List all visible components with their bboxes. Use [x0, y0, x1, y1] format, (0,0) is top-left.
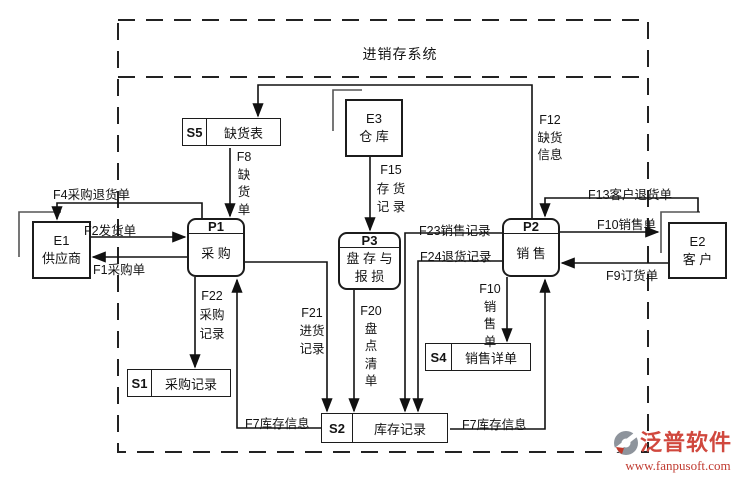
process-p1-id: P1	[189, 220, 243, 234]
fanpu-logo-brand: 泛普软件	[640, 430, 733, 455]
flow-f7-left-path	[231, 278, 321, 429]
process-p3-stocktake: P3 盘 存 与 报 损	[338, 232, 401, 290]
entity-e2-label: 客 户	[682, 251, 713, 267]
flow-f21-label: F21 进货 记录	[299, 306, 325, 356]
store-s2-label: 库存记录	[373, 421, 426, 437]
flow-f13-label: F13客户退货单	[588, 188, 673, 202]
flow-f8-label: F8 缺 货 单	[236, 150, 252, 217]
store-s5-label: 缺货表	[223, 125, 263, 141]
flow-f24-label: F24退货记录	[420, 250, 492, 264]
fanpu-logo: 泛普软件 www.fanpusoft.com	[612, 429, 744, 474]
process-p3-label-line1: 盘 存 与	[346, 250, 393, 266]
process-p3-id: P3	[340, 234, 399, 248]
process-p2-label: 销 售	[516, 246, 546, 261]
flow-f24-path	[412, 260, 502, 413]
entity-e2-id: E2	[689, 233, 706, 249]
flow-f7-left-label: F7库存信息	[245, 417, 310, 431]
store-s5-id: S5	[183, 119, 207, 145]
process-p1-purchasing: P1 采 购	[187, 218, 245, 277]
store-s4-label: 销售详单	[464, 350, 517, 366]
flow-f23-path	[399, 232, 502, 413]
entity-e2-offset-corner	[660, 211, 700, 253]
entity-e1-id: E1	[53, 233, 70, 248]
process-p2-id: P2	[504, 220, 558, 234]
process-p2-sales: P2 销 售	[502, 218, 560, 277]
entity-e1-offset-corner	[18, 211, 61, 257]
store-s1-purchase-records: S1 采购记录	[127, 369, 231, 397]
store-s2-id: S2	[322, 414, 353, 442]
system-boundary-dashed-rect	[117, 19, 649, 453]
flow-f7-right-path	[450, 278, 551, 430]
flow-f10-to-customer-label: F10销售单	[597, 218, 657, 232]
store-s2-inventory-records: S2 库存记录	[321, 413, 448, 443]
store-s1-label: 采购记录	[164, 376, 217, 392]
flow-f1-label: F1采购单	[93, 263, 146, 277]
entity-e3-label: 仓 库	[359, 129, 389, 144]
fanpu-logo-url: www.fanpusoft.com	[625, 458, 731, 473]
flow-f10-to-store-label: F10 销 售 单	[479, 282, 501, 349]
flow-f7-right-label: F7库存信息	[462, 418, 527, 432]
store-s5-shortage-table: S5 缺货表	[182, 118, 281, 146]
flow-f20-label: F20 盘 点 清 单	[360, 304, 382, 388]
process-p1-label: 采 购	[201, 246, 231, 261]
store-s4-id: S4	[426, 344, 452, 370]
flow-f15-label: F15 存 货 记 录	[376, 163, 406, 214]
flow-f12-label: F12 缺货 信息	[537, 113, 563, 162]
entity-e2-customer: E2 客 户	[668, 222, 727, 279]
entity-e3-offset-corner	[332, 89, 362, 131]
entity-e3-warehouse: E3 仓 库	[345, 99, 403, 157]
entity-e3-id: E3	[366, 111, 382, 126]
store-s4-sales-details: S4 销售详单	[425, 343, 531, 371]
entity-e1-label: 供应商	[41, 251, 81, 266]
flow-f12-path	[252, 84, 533, 218]
flow-f22-label: F22 采购 记录	[199, 289, 225, 341]
store-s1-id: S1	[128, 370, 152, 396]
process-p3-label-line2: 报 损	[354, 268, 385, 284]
flow-f9-label: F9订货单	[606, 269, 659, 283]
flow-f4-label: F4采购退货单	[53, 188, 131, 202]
fanpu-logo-icon	[612, 429, 640, 456]
system-title: 进销存系统	[362, 46, 438, 62]
flow-f2-label: F2发货单	[84, 224, 137, 238]
flow-f21-path	[245, 261, 333, 413]
flow-f23-label: F23销售记录	[419, 224, 491, 238]
flow-f13-path	[539, 197, 699, 218]
entity-e1-supplier: E1 供应商	[32, 221, 91, 279]
flow-f4-path	[51, 202, 203, 221]
